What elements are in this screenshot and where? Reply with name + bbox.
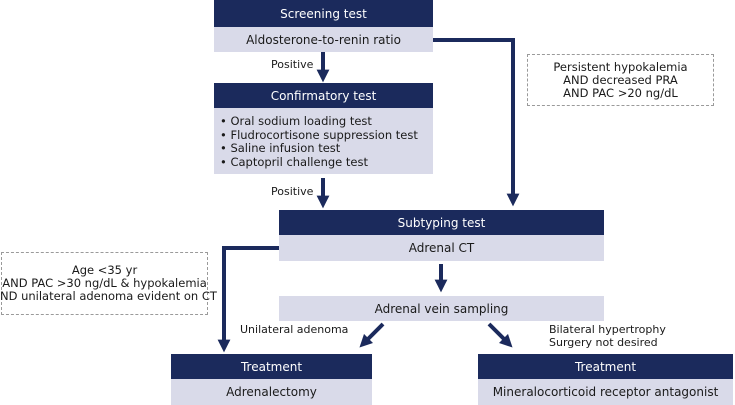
bypass-note-line-3: AND PAC >20 ng/dL <box>563 85 678 100</box>
positive-label-2: Positive <box>271 185 314 198</box>
test-item-captopril: Captopril challenge test <box>220 155 433 170</box>
arrow-ct-to-adrenalectomy <box>217 246 279 353</box>
bypass-note-line-1: Persistent hypokalemia <box>553 59 688 74</box>
arrow-avs-to-right-treatment <box>487 322 513 348</box>
test-item-saline-infusion: Saline infusion test <box>220 141 433 156</box>
bilateral-label-line-1: Bilateral hypertrophy <box>549 323 666 336</box>
treatment-right-header: Treatment <box>478 354 733 379</box>
bilateral-hypertrophy-label: Bilateral hypertrophy Surgery not desire… <box>549 323 666 349</box>
test-item-oral-sodium: Oral sodium loading test <box>220 114 433 129</box>
screening-test-body: Aldosterone-to-renin ratio <box>214 27 433 52</box>
arrow-avs-to-left-treatment <box>359 322 385 348</box>
unilateral-adenoma-label: Unilateral adenoma <box>240 323 349 336</box>
bilateral-label-line-2: Surgery not desired <box>549 336 658 349</box>
test-item-fludrocortisone: Fludrocortisone suppression test <box>220 128 433 143</box>
confirmatory-test-header: Confirmatory test <box>214 83 433 108</box>
young-note-line-3: AND unilateral adenoma evident on CT <box>0 289 217 303</box>
positive-label-1: Positive <box>271 58 314 71</box>
young-patient-criteria-note: Age <35 yr AND PAC >30 ng/dL & hypokalem… <box>0 252 217 315</box>
treatment-left-header: Treatment <box>171 354 372 379</box>
bypass-criteria-note: Persistent hypokalemia AND decreased PRA… <box>527 54 714 106</box>
subtyping-test-header: Subtyping test <box>279 210 604 235</box>
young-note-line-2: AND PAC >30 ng/dL & hypokalemia <box>2 276 207 290</box>
subtyping-test-body: Adrenal CT <box>279 235 604 261</box>
screening-test-header: Screening test <box>214 0 433 27</box>
treatment-left-body: Adrenalectomy <box>171 379 372 405</box>
young-note-line-1: Age <35 yr <box>71 263 138 277</box>
arrow-screening-bypass-to-subtyping <box>433 38 520 207</box>
adrenal-vein-sampling-box: Adrenal vein sampling <box>279 296 604 321</box>
confirmatory-test-list: Oral sodium loading test Fludrocortisone… <box>214 108 433 174</box>
treatment-right-body: Mineralocorticoid receptor antagonist <box>478 379 733 405</box>
bypass-note-line-2: AND decreased PRA <box>563 72 678 87</box>
